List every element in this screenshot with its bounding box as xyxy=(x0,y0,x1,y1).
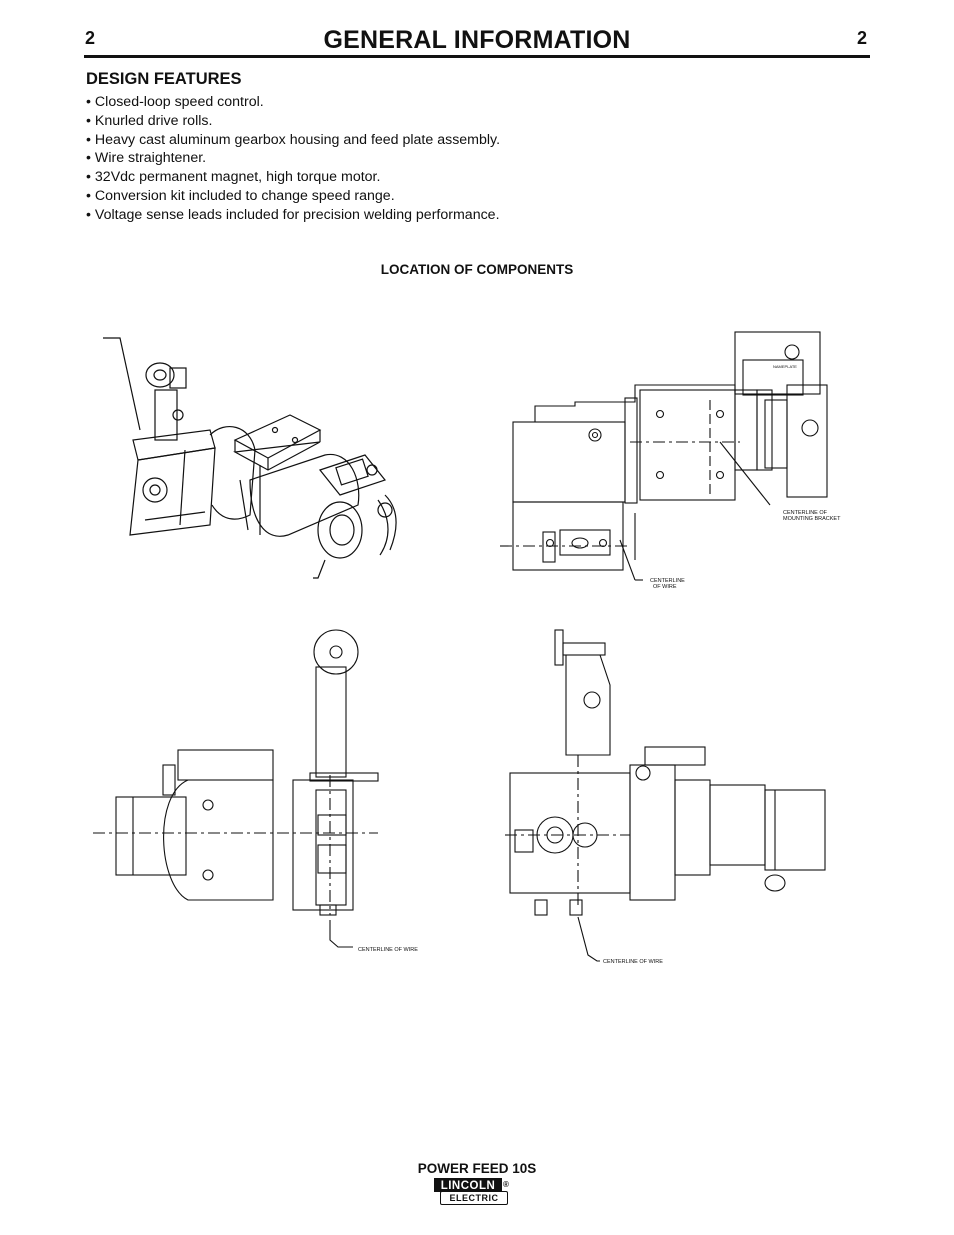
list-item: Heavy cast aluminum gearbox housing and … xyxy=(86,131,500,150)
callout-mounting-bracket-line2: MOUNTING BRACKET xyxy=(783,516,841,522)
callout-wire-top-line1: CENTERLINE xyxy=(650,578,685,584)
callout-nameplate: NAMEPLATE xyxy=(773,364,797,369)
list-item: 32Vdc permanent magnet, high torque moto… xyxy=(86,168,500,187)
list-item: Knurled drive rolls. xyxy=(86,112,500,131)
design-features-heading: DESIGN FEATURES xyxy=(86,70,242,88)
list-item: Conversion kit included to change speed … xyxy=(86,187,500,206)
top-view-drawing: CENTERLINE OF MOUNTING BRACKET CENTERLIN… xyxy=(500,331,841,590)
registered-mark: ® xyxy=(503,1180,509,1189)
callout-mounting-bracket-line1: CENTERLINE OF xyxy=(783,510,828,516)
lincoln-electric-logo: LINCOLN ELECTRIC ® xyxy=(432,1178,510,1206)
footer-product-name: POWER FEED 10S xyxy=(417,1161,537,1176)
design-features-list: Closed-loop speed control. Knurled drive… xyxy=(86,93,500,225)
location-of-components-heading: LOCATION OF COMPONENTS xyxy=(380,262,574,277)
callout-wire-top-line2: OF WIRE xyxy=(653,584,677,590)
header-rule xyxy=(84,55,870,58)
page-number-right: 2 xyxy=(857,28,868,48)
front-view-drawing: CENTERLINE OF WIRE xyxy=(93,629,418,953)
callout-wire-bottom-right: CENTERLINE OF WIRE xyxy=(603,959,663,965)
logo-top-text: LINCOLN xyxy=(434,1178,502,1192)
page-number-left: 2 xyxy=(85,28,96,48)
list-item: Voltage sense leads included for precisi… xyxy=(86,206,500,225)
isometric-view-drawing xyxy=(103,337,397,579)
list-item: Closed-loop speed control. xyxy=(86,93,500,112)
page-title: GENERAL INFORMATION xyxy=(323,26,631,54)
logo-bottom-text: ELECTRIC xyxy=(440,1191,508,1205)
list-item: Wire straightener. xyxy=(86,149,500,168)
side-view-drawing: CENTERLINE OF WIRE xyxy=(505,629,826,965)
callout-wire-bottom-left: CENTERLINE OF WIRE xyxy=(358,947,418,953)
